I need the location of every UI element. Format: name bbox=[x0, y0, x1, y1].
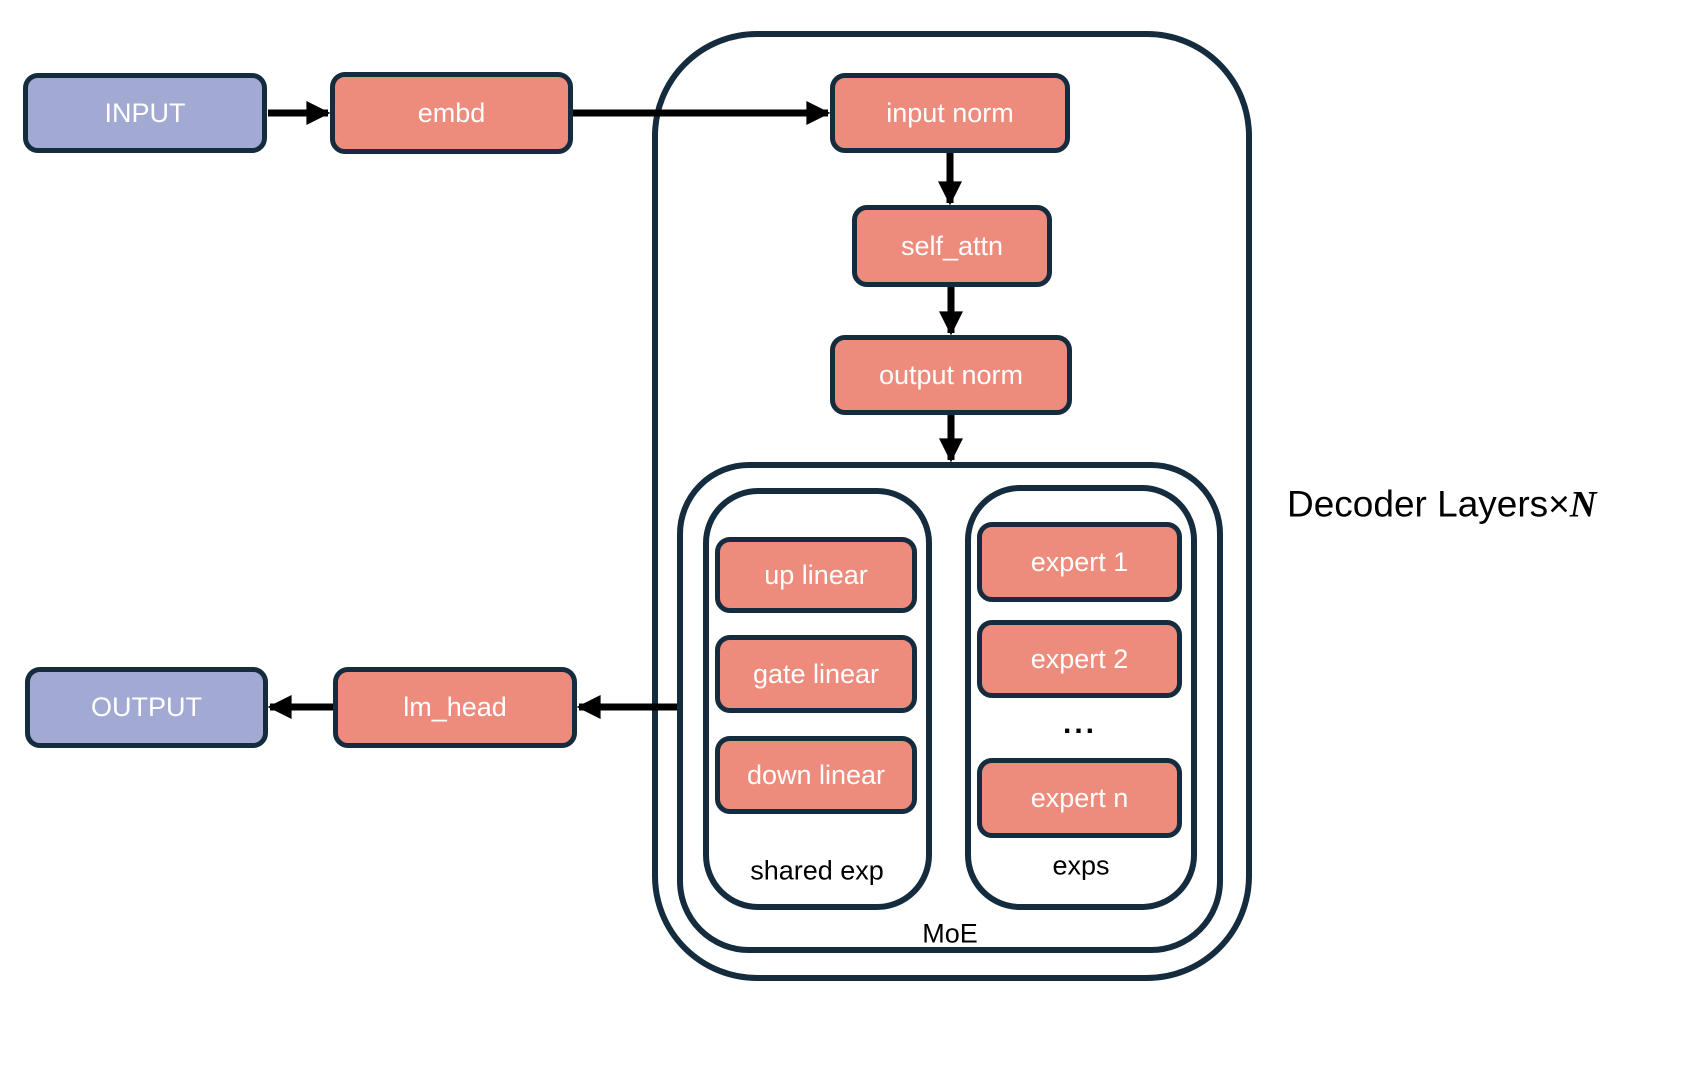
shared-exp-container bbox=[703, 488, 932, 910]
exps-label: exps bbox=[1052, 850, 1110, 881]
node-expert-n: expert n bbox=[977, 758, 1182, 838]
decoder-layers-label: Decoder Layers×N bbox=[1287, 484, 1597, 527]
node-lm-head: lm_head bbox=[333, 667, 577, 748]
node-down-linear: down linear bbox=[715, 736, 917, 814]
node-input-norm: input norm bbox=[830, 73, 1070, 153]
node-expert-1: expert 1 bbox=[977, 522, 1182, 602]
decoder-layers-label-prefix: Decoder Layers× bbox=[1287, 483, 1570, 525]
node-gate-linear: gate linear bbox=[715, 635, 917, 713]
moe-label: MoE bbox=[922, 918, 978, 949]
exps-container bbox=[965, 485, 1197, 910]
moe-container bbox=[677, 462, 1223, 953]
node-expert-2: expert 2 bbox=[977, 620, 1182, 698]
node-output: OUTPUT bbox=[25, 667, 268, 748]
node-up-linear: up linear bbox=[715, 537, 917, 613]
node-embd: embd bbox=[330, 72, 573, 154]
node-input: INPUT bbox=[23, 73, 267, 153]
decoder-layers-label-n: N bbox=[1569, 484, 1597, 526]
decoder-layers-container bbox=[652, 31, 1252, 981]
experts-ellipsis: ... bbox=[1062, 707, 1098, 740]
node-self-attn: self_attn bbox=[852, 205, 1052, 287]
shared-exp-label: shared exp bbox=[750, 855, 884, 886]
node-output-norm: output norm bbox=[830, 335, 1072, 415]
